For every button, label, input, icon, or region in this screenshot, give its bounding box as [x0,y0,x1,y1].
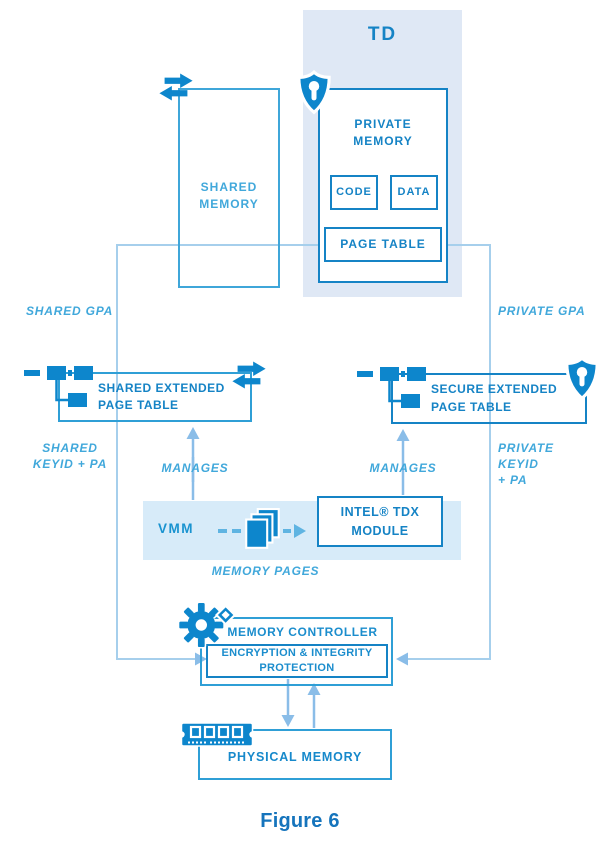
gear-diamond-icon [178,601,236,649]
data-box: DATA [390,175,438,210]
stacked-pages-icon [245,508,280,549]
figure-caption: Figure 6 [260,810,340,832]
private-memory-label: PRIVATE MEMORY [353,117,413,149]
arrowhead-into-physical-memory [281,715,295,727]
data-label: DATA [397,185,431,198]
intel-tdx-module-box: INTEL® TDX MODULE [317,496,443,547]
swap-arrows-icon [232,361,266,389]
shared-memory-box: SHARED MEMORY [178,88,280,288]
physical-memory-box: PHYSICAL MEMORY [198,729,392,780]
private-gpa-label: PRIVATE GPA [498,304,586,318]
shield-key-icon [565,356,599,401]
manages-left-label: MANAGES [161,461,229,475]
vmm-label: VMM [158,521,194,536]
swap-arrows-icon [159,73,193,101]
ram-module-icon [180,722,254,747]
arrowhead-manages-right [396,429,410,441]
page-table-tree-icon [24,366,93,407]
page-table-tree-icon [357,367,426,408]
manages-right-label: MANAGES [369,461,437,475]
shared-keyid-pa-label: SHARED KEYID + PA [32,441,108,472]
tdx-module-label: INTEL® TDX MODULE [340,505,420,538]
page-table-box: PAGE TABLE [324,227,442,262]
arrowhead-manages-left [186,427,200,439]
arrowhead-into-encryption-right [396,652,408,666]
shield-key-icon [297,70,331,115]
memory-pages-label: MEMORY PAGES [211,564,320,578]
td-title: TD [367,24,398,45]
private-keyid-pa-label: PRIVATE KEYID + PA [498,441,554,488]
shared-memory-label: SHARED MEMORY [199,179,259,211]
code-box: CODE [330,175,378,210]
shared-gpa-label: SHARED GPA [26,304,114,318]
page-table-label: PAGE TABLE [340,236,426,251]
physical-memory-label: PHYSICAL MEMORY [227,750,363,765]
encryption-integrity-label: ENCRYPTION & INTEGRITY PROTECTION [221,647,373,674]
code-label: CODE [336,185,372,198]
